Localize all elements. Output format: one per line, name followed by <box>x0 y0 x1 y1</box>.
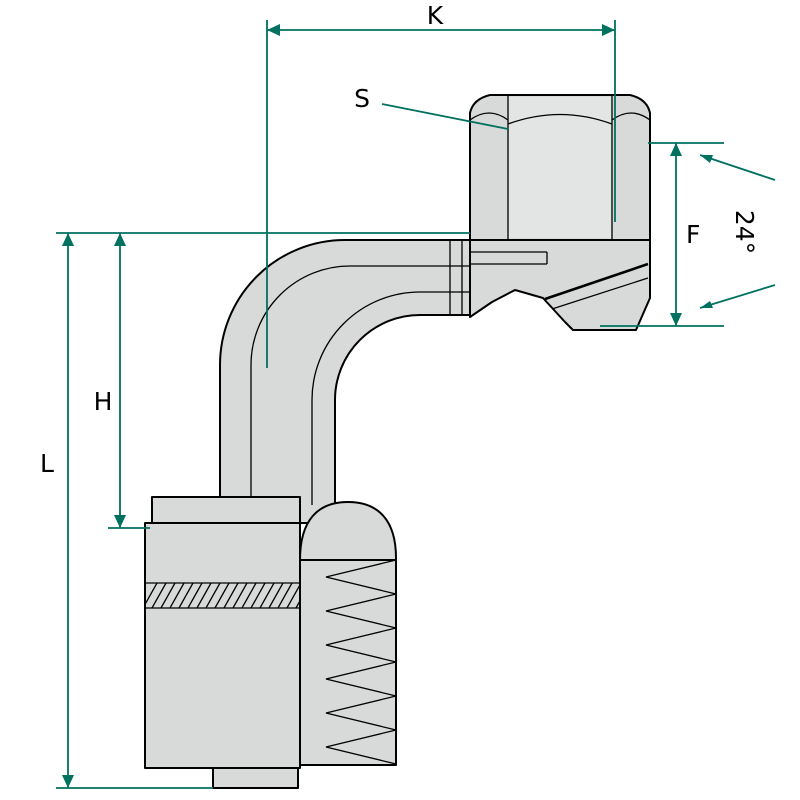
dimension-l-arrow-bottom <box>62 775 74 788</box>
nipple-serration-zigzag <box>325 559 397 765</box>
dimension-h-arrow-top <box>114 233 126 246</box>
knurl-band-borders <box>145 582 300 609</box>
angle-label: 24° <box>730 210 759 254</box>
dimension-k-arrow-left <box>267 24 280 36</box>
dimension-l-label: L <box>40 449 54 478</box>
dimension-k: K <box>266 1 616 368</box>
seat-cone-edge <box>544 262 649 301</box>
elbow-inner-contour-line <box>311 291 470 505</box>
angle-arrow-top <box>700 155 713 163</box>
dimension-f: F <box>600 142 724 327</box>
angle-line-top <box>699 154 776 181</box>
dimension-l-arrow-top <box>62 233 74 246</box>
knurl-band <box>145 582 300 609</box>
dimension-h-arrow-bottom <box>114 515 126 528</box>
socket-shell <box>144 522 301 769</box>
nut-cone-seat <box>469 239 651 331</box>
dimension-h-label: H <box>94 387 113 416</box>
dimension-l: L <box>40 232 470 789</box>
dimension-f-label: F <box>686 220 700 249</box>
pipe-tail <box>212 767 299 789</box>
elbow-outer-contour-line <box>250 265 545 505</box>
socket-collar <box>151 496 301 524</box>
seat-cone-inner-line <box>551 277 649 310</box>
s-label: S <box>354 84 370 113</box>
dimension-h: H <box>94 233 150 529</box>
tube-nut-collar-line <box>449 240 463 315</box>
s-leader-line <box>381 103 509 130</box>
dimension-k-arrow-right <box>602 24 615 36</box>
nipple-serration-area <box>299 559 397 766</box>
fitting-90deg-elbow <box>144 94 651 789</box>
angle-arrow-bottom <box>700 301 713 308</box>
dimension-angle-24: 24° <box>699 154 776 309</box>
dimension-k-label: K <box>427 1 444 30</box>
dimension-f-arrow-top <box>670 143 682 156</box>
nut-middle-face <box>509 97 611 238</box>
nipple-shoulder-dome <box>299 501 397 561</box>
elbow-tube-body <box>219 239 471 524</box>
knurl-hatch-lines <box>145 583 300 608</box>
dimension-f-arrow-bottom <box>670 313 682 326</box>
dimension-s: S <box>354 84 509 130</box>
angle-line-bottom <box>699 284 776 309</box>
nipple-inside-nut-lines <box>470 251 548 265</box>
